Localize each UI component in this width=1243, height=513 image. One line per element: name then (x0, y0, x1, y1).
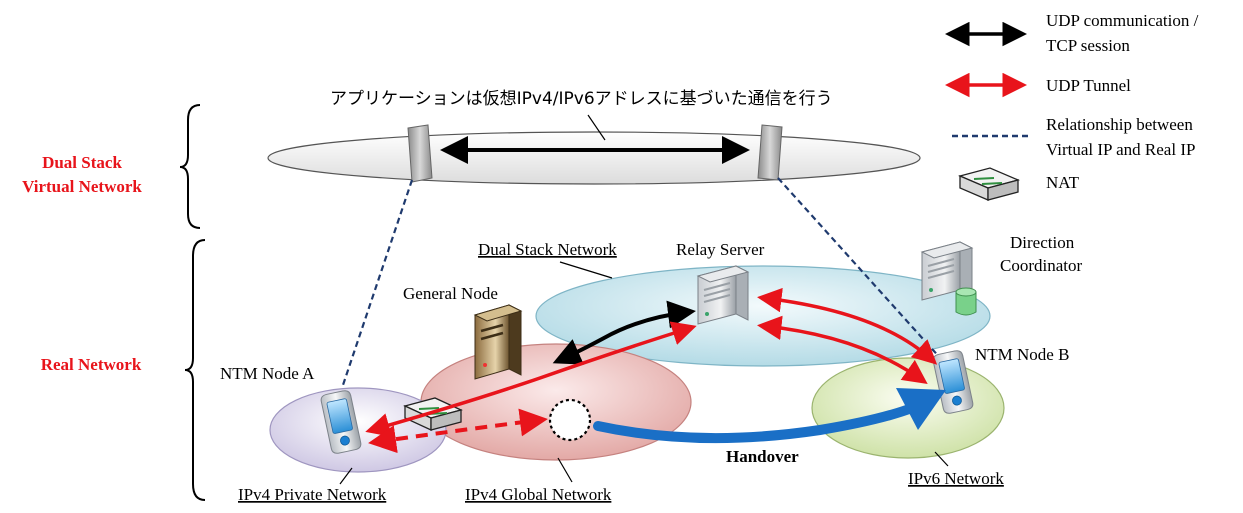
tunnel-relay-b-2 (757, 315, 928, 385)
ipv6-network-label: IPv6 Network (908, 469, 1004, 488)
relay-server-icon (697, 265, 749, 325)
virtual-network-ellipse (267, 131, 921, 185)
relay-server-label: Relay Server (676, 240, 765, 259)
tunnel-a-circle-dashed (368, 408, 548, 454)
legend-relationship-label: Relationship between (1046, 115, 1193, 134)
direction-coordinator-icon (921, 241, 977, 316)
direction-coordinator-label-2: Coordinator (1000, 256, 1082, 275)
virtual-network-label-2: Virtual Network (22, 177, 142, 196)
general-node-icon (473, 304, 523, 380)
legend-udp-tcp-label: UDP communication / (1046, 11, 1199, 30)
dual-stack-network-label: Dual Stack Network (478, 240, 617, 259)
ntm-node-b-label: NTM Node B (975, 345, 1069, 364)
legend-relationship-label-2: Virtual IP and Real IP (1046, 140, 1195, 159)
handover-arrow-head (896, 388, 946, 430)
legend-nat-icon (958, 167, 1020, 201)
real-network-brace (184, 239, 206, 501)
ipv4-global-network-label: IPv4 Global Network (465, 485, 612, 504)
ipv4-private-network-label: IPv4 Private Network (238, 485, 387, 504)
virtual-network-caption: アプリケーションは仮想IPv4/IPv6アドレスに基づいた通信を行う (330, 89, 833, 109)
virtual-network-label-1: Dual Stack (42, 153, 122, 172)
caption-leader-line (587, 114, 606, 141)
virtual-interface-left (407, 124, 433, 183)
general-node-label: General Node (403, 284, 498, 303)
dual-stack-leader (559, 261, 613, 279)
ipv4-global-leader (557, 457, 573, 483)
legend-udp-tunnel-label: UDP Tunnel (1046, 76, 1131, 95)
ntm-node-a-label: NTM Node A (220, 364, 315, 383)
legend: UDP communication / TCP session UDP Tunn… (945, 11, 1199, 201)
handover-label: Handover (726, 447, 799, 466)
handover-target-circle (548, 398, 592, 442)
ipv4-private-leader (339, 467, 353, 485)
legend-udp-tcp-label-2: TCP session (1046, 36, 1130, 55)
handover-arrow (593, 403, 917, 444)
relationship-line-a (341, 179, 414, 386)
ipv6-leader (934, 451, 949, 467)
virtual-interface-right (757, 124, 783, 181)
direction-coordinator-label-1: Direction (1010, 233, 1075, 252)
virtual-network-brace (179, 104, 201, 229)
real-network-label: Real Network (41, 355, 142, 374)
legend-nat-label: NAT (1046, 173, 1080, 192)
